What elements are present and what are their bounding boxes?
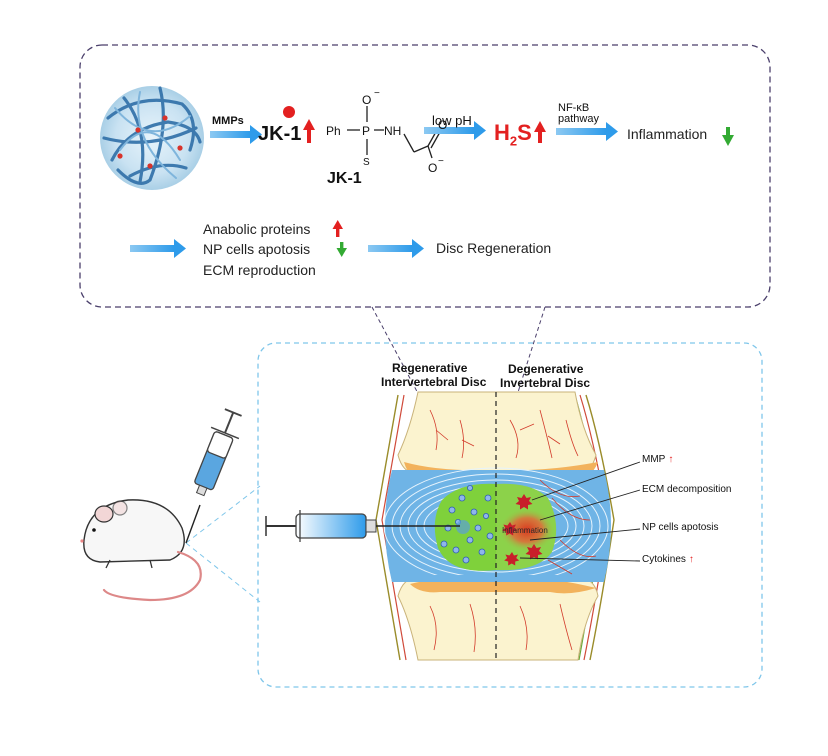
jk1-product-label: JK-1 [258, 123, 302, 145]
disc-panel [257, 342, 763, 688]
mechanism-panel [79, 44, 771, 308]
regenerative-title-2: Intervertebral Disc [381, 375, 487, 389]
jk1-up-arrow [303, 119, 315, 143]
arrow-mmps [210, 125, 262, 144]
callout-ecm-decomposition: ECM decomposition [642, 484, 732, 495]
syringe-horizontal-icon [265, 510, 460, 542]
arrow-to-effects [130, 239, 186, 258]
charge-bottom: − [438, 156, 444, 167]
mouse-connector-bottom [185, 542, 261, 603]
syringe-vertical-icon [185, 408, 242, 544]
nfkb-label-2: pathway [558, 113, 599, 125]
arrow-nfkb [556, 122, 618, 141]
callout-mmp: MMP [642, 454, 673, 465]
disc-regeneration-label: Disc Regeneration [436, 240, 552, 256]
jk1-red-dot [283, 106, 295, 118]
arrow-to-regeneration [368, 239, 424, 258]
regenerative-title-1: Regenerative [392, 361, 468, 375]
inflammation-label: Inflammation [627, 126, 708, 142]
spine-illustration [375, 391, 615, 661]
degenerative-title-1: Degenerative [508, 362, 584, 376]
inflammation-spot-label: Inflammation [502, 526, 548, 535]
atom-s: S [363, 157, 370, 168]
atom-o-carbonyl: O [438, 118, 448, 132]
mouse-icon [80, 499, 202, 602]
ecm-label: ECM reproduction [203, 262, 316, 278]
h2s-up-arrow [534, 121, 546, 143]
atom-o-bottom: O [428, 161, 438, 175]
atom-ph: Ph [326, 124, 341, 138]
np-apoptosis-label: NP cells apotosis [203, 241, 311, 257]
nanoparticle-icon [100, 86, 204, 190]
atom-p: P [362, 124, 371, 138]
arrow-low-ph [424, 121, 486, 140]
charge-top: − [374, 88, 380, 99]
anabolic-label: Anabolic proteins [203, 221, 311, 237]
jk1-structure-label: JK-1 [327, 170, 362, 187]
atom-nh: NH [384, 124, 402, 138]
inflammation-spot [499, 508, 555, 552]
degenerative-title-2: Invertebral Disc [500, 376, 591, 390]
callout-cytokines: Cytokines [642, 554, 694, 565]
h2s-label: H2S [494, 120, 532, 149]
np-apoptosis-down-arrow [336, 242, 347, 257]
mouse-connector-top [185, 485, 261, 544]
mmps-label: MMPs [212, 115, 244, 127]
anabolic-up-arrow [332, 220, 343, 237]
callout-np-apoptosis: NP cells apotosis [642, 522, 719, 533]
inflammation-down-arrow [722, 127, 734, 146]
callout-lines [519, 461, 641, 562]
atom-o-top: O [362, 93, 372, 107]
low-ph-label: low pH [432, 113, 472, 128]
jk1-structure [347, 106, 441, 159]
nfkb-label-1: NF-κB [558, 102, 590, 114]
